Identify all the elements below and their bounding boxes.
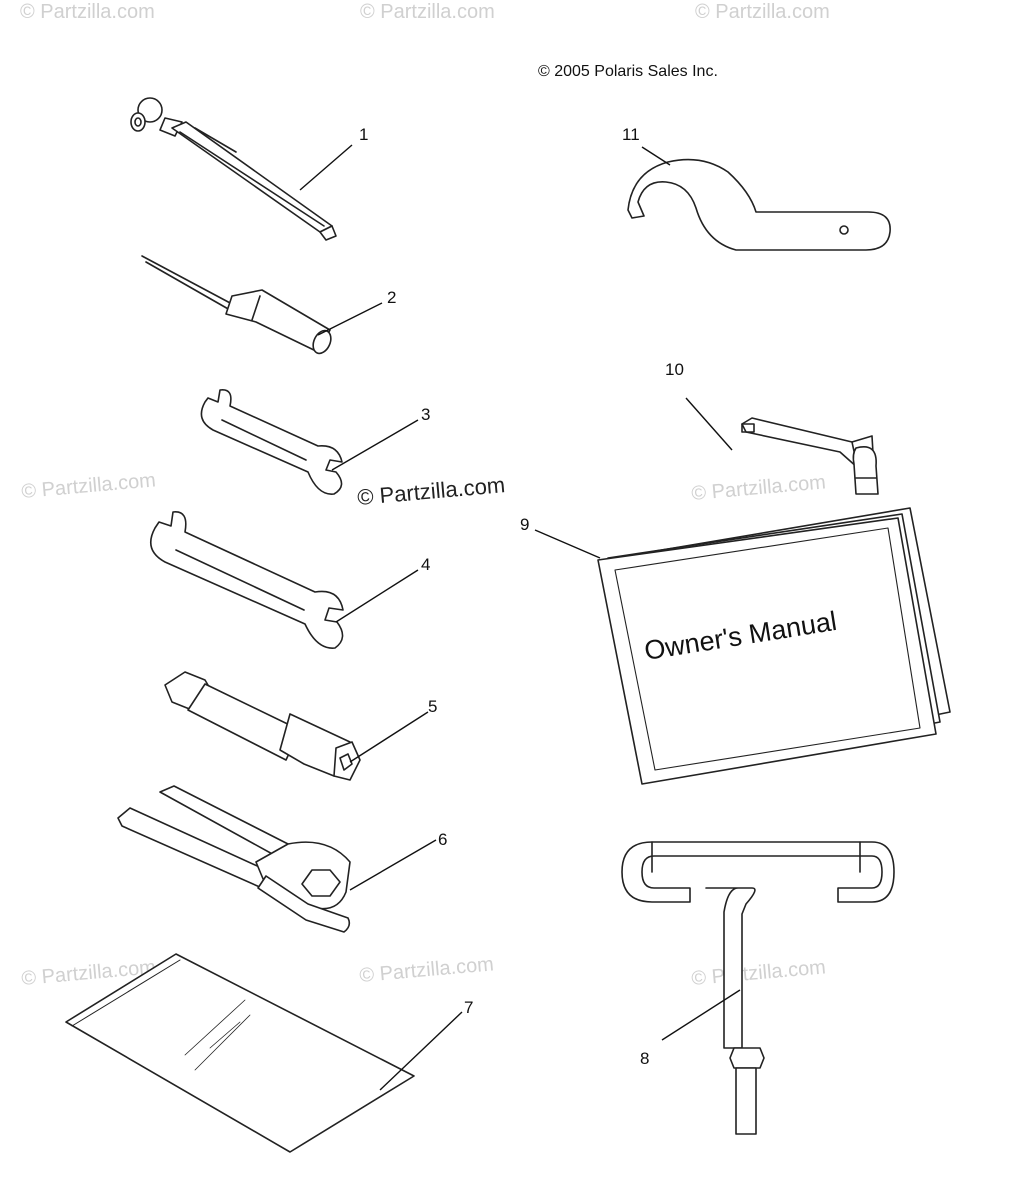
part-6-spanner-tool: 6 — [117, 785, 447, 933]
part-7-plastic-bag: 7 — [65, 953, 473, 1153]
part-8-t-handle: 8 — [621, 841, 895, 1135]
callout-8: 8 — [640, 1049, 649, 1068]
callout-4: 4 — [421, 555, 430, 574]
callout-6: 6 — [438, 830, 447, 849]
part-11-spanner-wrench: 11 — [622, 125, 891, 251]
callout-2: 2 — [387, 288, 396, 307]
part-2-screwdriver: 2 — [141, 255, 396, 355]
callout-3: 3 — [421, 405, 430, 424]
watermark-top-right: © Partzilla.com — [695, 1, 830, 23]
callout-11: 11 — [622, 125, 640, 144]
part-4-wrench-large: 4 — [149, 511, 430, 649]
watermark-bottom-center: © Partzilla.com — [359, 953, 495, 987]
watermark-mid-right: © Partzilla.com — [691, 471, 827, 505]
copyright-text: © 2005 Polaris Sales Inc. — [538, 63, 718, 80]
watermark-main: © Partzilla.com — [356, 472, 506, 510]
part-3-wrench-small: 3 — [200, 389, 430, 495]
callout-1: 1 — [359, 125, 368, 144]
callout-10: 10 — [665, 360, 684, 379]
watermark-bottom-right: © Partzilla.com — [691, 956, 827, 990]
watermark-top-center: © Partzilla.com — [360, 1, 495, 23]
callout-7: 7 — [464, 998, 473, 1017]
part-9-owners-manual: Owner's Manual 9 — [520, 507, 951, 785]
callout-9: 9 — [520, 515, 529, 534]
part-1-pressure-gauge: 1 — [130, 97, 368, 241]
callout-5: 5 — [428, 697, 437, 716]
part-10-hex-key: 10 — [665, 360, 879, 495]
part-5-plug-socket: 5 — [164, 671, 437, 781]
watermark-top-left: © Partzilla.com — [20, 1, 155, 23]
watermark-mid-left: © Partzilla.com — [21, 469, 157, 503]
